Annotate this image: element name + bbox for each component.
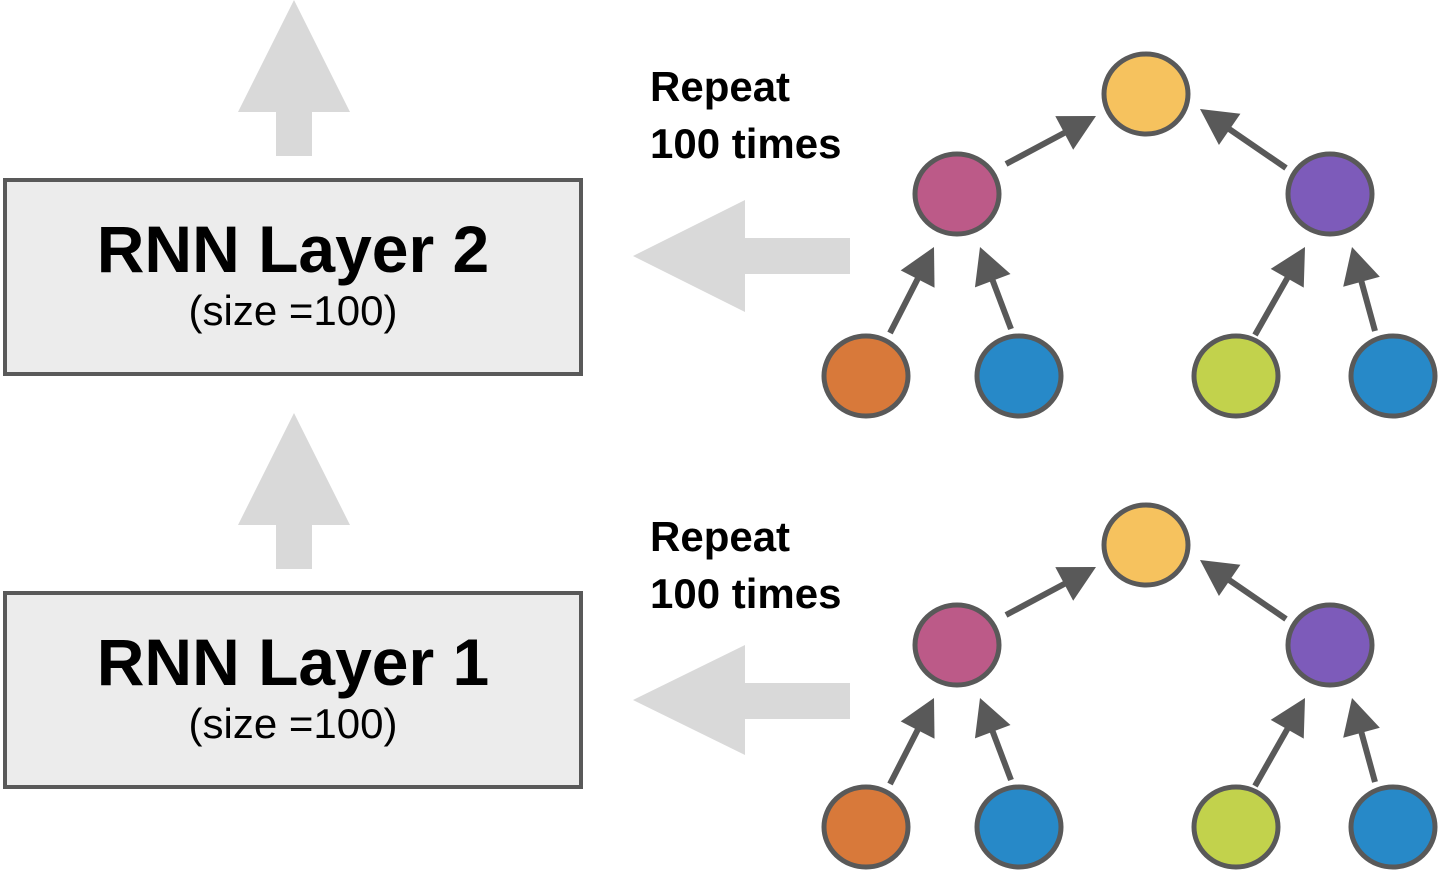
root-node <box>1101 51 1191 137</box>
edge-leaf2-to-left-arrow-icon <box>974 698 1014 782</box>
edge-leaf3-to-right-arrow-icon <box>1252 247 1305 337</box>
edge-left-to-root-arrow-icon <box>1004 116 1096 167</box>
leaf-green-node <box>1191 784 1281 870</box>
repeat-label-bottom: Repeat 100 times <box>650 508 841 622</box>
right-internal-node <box>1285 151 1375 237</box>
left-internal-node <box>912 151 1002 237</box>
tree-top <box>821 51 1438 419</box>
leaf-blue-node <box>974 333 1064 419</box>
leaf-blue-node <box>1348 784 1438 870</box>
tree-bottom <box>821 502 1438 870</box>
up-arrow-middle-icon <box>238 413 350 569</box>
edge-leaf4-to-right-arrow-icon <box>1343 247 1380 332</box>
repeat-label-top-line2: 100 times <box>650 120 842 167</box>
rnn-layer-2-size: (size =100) <box>188 287 398 334</box>
rnn-layer-1-title: RNN Layer 1 <box>96 625 490 699</box>
edge-left-to-root-arrow-icon <box>1004 567 1096 618</box>
leaf-orange-node <box>821 333 911 419</box>
right-internal-node <box>1285 602 1375 688</box>
left-internal-node <box>912 602 1002 688</box>
edge-leaf4-to-right-arrow-icon <box>1343 698 1380 783</box>
repeat-label-top: Repeat 100 times <box>650 58 841 172</box>
rnn-layer-2-box: RNN Layer 2 (size =100) <box>3 178 583 376</box>
leaf-blue-node <box>974 784 1064 870</box>
repeat-label-bottom-line1: Repeat <box>650 513 791 560</box>
leaf-orange-node <box>821 784 911 870</box>
edge-right-to-root-arrow-icon <box>1200 560 1288 622</box>
edge-right-to-root-arrow-icon <box>1200 109 1288 171</box>
rnn-layer-2-title: RNN Layer 2 <box>96 212 490 286</box>
edge-leaf1-to-left-arrow-icon <box>887 247 935 335</box>
edge-leaf3-to-right-arrow-icon <box>1252 698 1305 788</box>
left-arrow-top-icon <box>633 200 850 312</box>
repeat-label-bottom-line2: 100 times <box>650 570 842 617</box>
repeat-label-top-line1: Repeat <box>650 63 791 110</box>
rnn-layer-1-size: (size =100) <box>188 700 398 747</box>
left-arrow-bottom-icon <box>633 645 850 755</box>
up-arrow-top-icon <box>238 0 350 156</box>
edge-leaf1-to-left-arrow-icon <box>887 698 935 786</box>
leaf-green-node <box>1191 333 1281 419</box>
leaf-blue-node <box>1348 333 1438 419</box>
edge-leaf2-to-left-arrow-icon <box>974 247 1014 331</box>
rnn-layer-1-box: RNN Layer 1 (size =100) <box>3 591 583 789</box>
root-node <box>1101 502 1191 588</box>
